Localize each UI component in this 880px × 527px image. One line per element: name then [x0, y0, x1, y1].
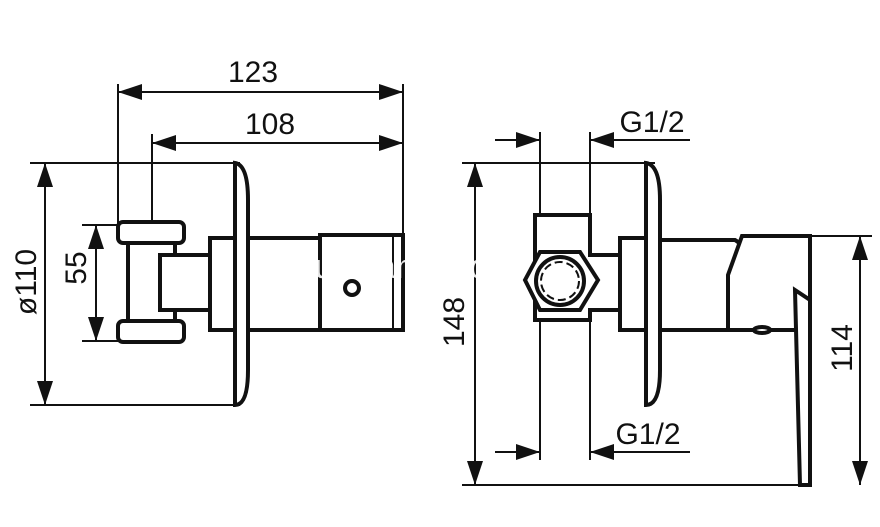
dim-label-g12-bottom: G1/2: [615, 418, 680, 451]
dim-label-g12-top: G1/2: [619, 106, 684, 139]
watermark: Duvalamp.com: [290, 248, 517, 286]
dim-label-55: 55: [60, 251, 93, 284]
right-view: G1/2 G1/2 148 114: [438, 106, 872, 487]
dim-label-110: ø110: [10, 249, 43, 315]
dim-label-108: 108: [245, 108, 295, 141]
dim-label-123: 123: [228, 56, 278, 89]
left-view: 123 108 ø110 55: [10, 56, 405, 408]
valve-side-profile: [116, 160, 405, 408]
valve-front-profile: [522, 160, 812, 487]
dim-label-114: 114: [826, 324, 859, 372]
dim-label-148: 148: [438, 297, 471, 347]
